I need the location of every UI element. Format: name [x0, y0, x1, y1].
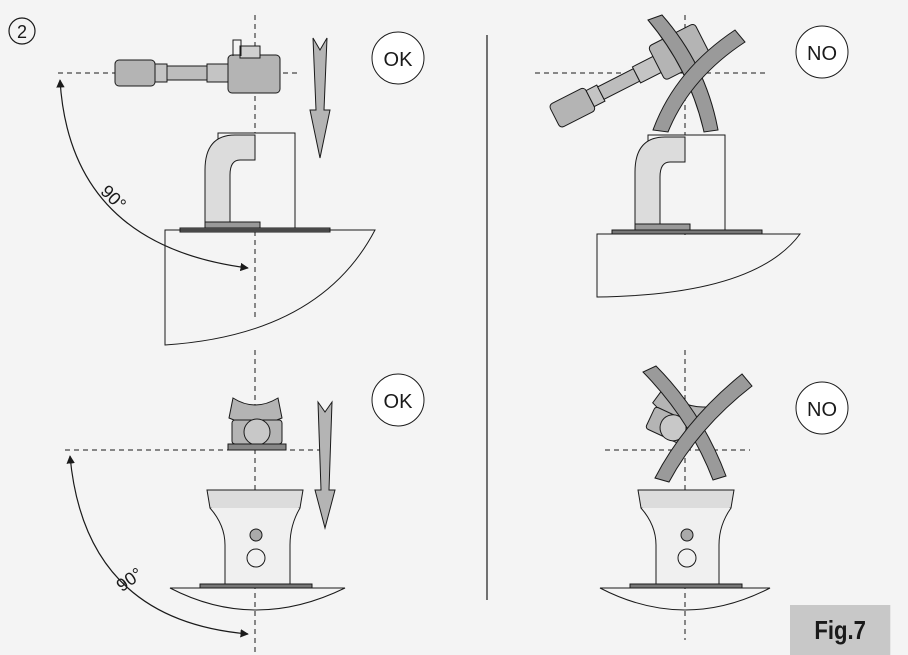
basin — [169, 587, 346, 611]
angle-label: 90° — [113, 564, 147, 596]
basin — [596, 233, 801, 298]
verdict-ok-badge: OK — [371, 373, 425, 427]
down-arrow-icon — [309, 37, 331, 159]
svg-text:NO: NO — [807, 399, 837, 421]
panel-top-left: 90° OK — [56, 15, 425, 346]
panel-bottom-left: 90° OK — [65, 350, 425, 655]
figure-label: Fig.7 — [790, 605, 891, 655]
down-arrow-icon — [314, 400, 336, 530]
svg-text:NO: NO — [807, 43, 837, 65]
panel-bottom-right: NO — [599, 350, 849, 640]
mixer-handle-front — [227, 397, 287, 451]
svg-text:OK: OK — [384, 391, 414, 413]
mixer-body-front — [629, 489, 743, 589]
basin — [164, 229, 376, 346]
mixer-body — [179, 132, 331, 233]
step-number-badge: 2 — [8, 17, 36, 45]
svg-text:2: 2 — [17, 22, 27, 42]
angle-label: 90° — [97, 181, 130, 214]
mixer-body-front — [199, 489, 313, 589]
panel-top-right: NO — [535, 14, 849, 298]
verdict-no-badge: NO — [795, 381, 849, 435]
mixer-body — [611, 134, 763, 235]
svg-text:OK: OK — [384, 49, 414, 71]
verdict-ok-badge: OK — [371, 31, 425, 85]
cross-icon — [642, 365, 753, 483]
mixer-handle — [114, 39, 281, 94]
verdict-no-badge: NO — [795, 25, 849, 79]
basin — [599, 587, 771, 611]
cross-icon — [647, 14, 746, 133]
